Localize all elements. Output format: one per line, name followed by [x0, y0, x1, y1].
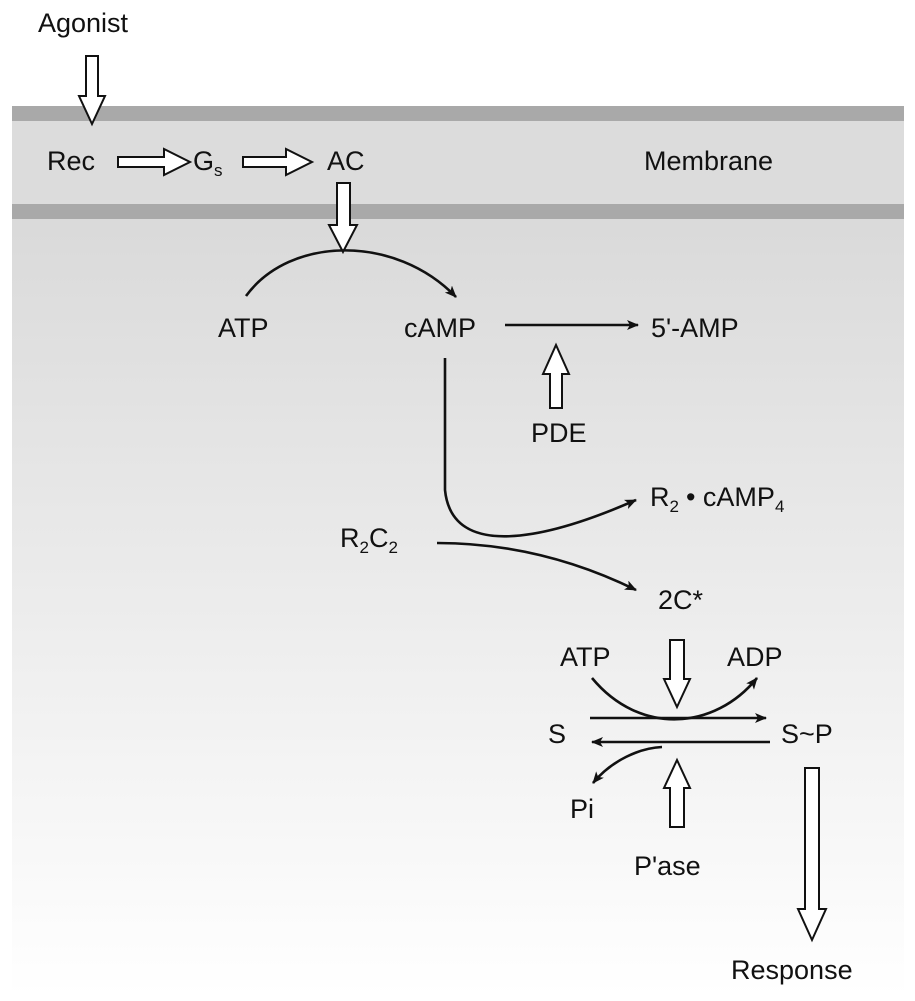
gs-main: G: [193, 146, 214, 176]
r2camp4-label: R2 • cAMP4: [650, 482, 784, 516]
agonist-down-arrow: [77, 55, 107, 127]
r2c2-c-sub: 2: [388, 538, 397, 557]
r2c2-to-2c-arrow: [436, 541, 637, 592]
r2camp4-dot: •: [686, 482, 695, 512]
two-c-star-label: 2C*: [658, 585, 704, 615]
r2camp4-camp-sub: 4: [775, 497, 784, 516]
two-c-star-down-arrow: [662, 639, 692, 710]
r2c2-r-sub: 2: [360, 538, 369, 557]
adp-label: ADP: [727, 642, 783, 672]
ac-down-arrow: [327, 182, 359, 255]
pde-label: PDE: [531, 418, 587, 448]
membrane-label: Membrane: [644, 146, 773, 176]
membrane-inner-line: [12, 204, 904, 219]
camp-to-r2camp4-arrow: [443, 358, 637, 538]
atp-top-label: ATP: [218, 313, 269, 343]
gs-to-ac-arrow: [242, 147, 315, 177]
rec-label: Rec: [47, 146, 95, 176]
r2c2-r: R: [340, 523, 360, 553]
cell-interior: [12, 205, 904, 997]
pase-to-pi-curve: [591, 745, 663, 784]
response-down-arrow: [796, 767, 828, 943]
r2c2-c: C: [369, 523, 389, 553]
atp-bottom-label: ATP: [560, 642, 611, 672]
camp-label: cAMP: [404, 313, 476, 343]
r2camp4-r-sub: 2: [670, 497, 679, 516]
amp5-label: 5'-AMP: [651, 313, 739, 343]
s-p-label: S~P: [781, 719, 833, 749]
ac-label: AC: [327, 146, 365, 176]
pase-label: P'ase: [634, 851, 701, 881]
s-label: S: [548, 719, 566, 749]
pde-up-arrow: [541, 342, 571, 409]
gs-subscript: s: [214, 161, 223, 180]
membrane-outer-line: [12, 106, 904, 121]
pi-label: Pi: [570, 794, 594, 824]
r2camp4-r: R: [650, 482, 670, 512]
r2c2-label: R2C2: [340, 523, 398, 557]
pase-up-arrow: [662, 757, 692, 828]
r2camp4-camp: cAMP: [695, 482, 775, 512]
atp-to-camp-arrow: [244, 249, 457, 298]
rec-to-gs-arrow: [117, 147, 193, 177]
gs-label: Gs: [193, 146, 223, 180]
atp-to-adp-curve: [590, 677, 759, 721]
agonist-label: Agonist: [38, 8, 129, 38]
response-label: Response: [731, 955, 853, 985]
